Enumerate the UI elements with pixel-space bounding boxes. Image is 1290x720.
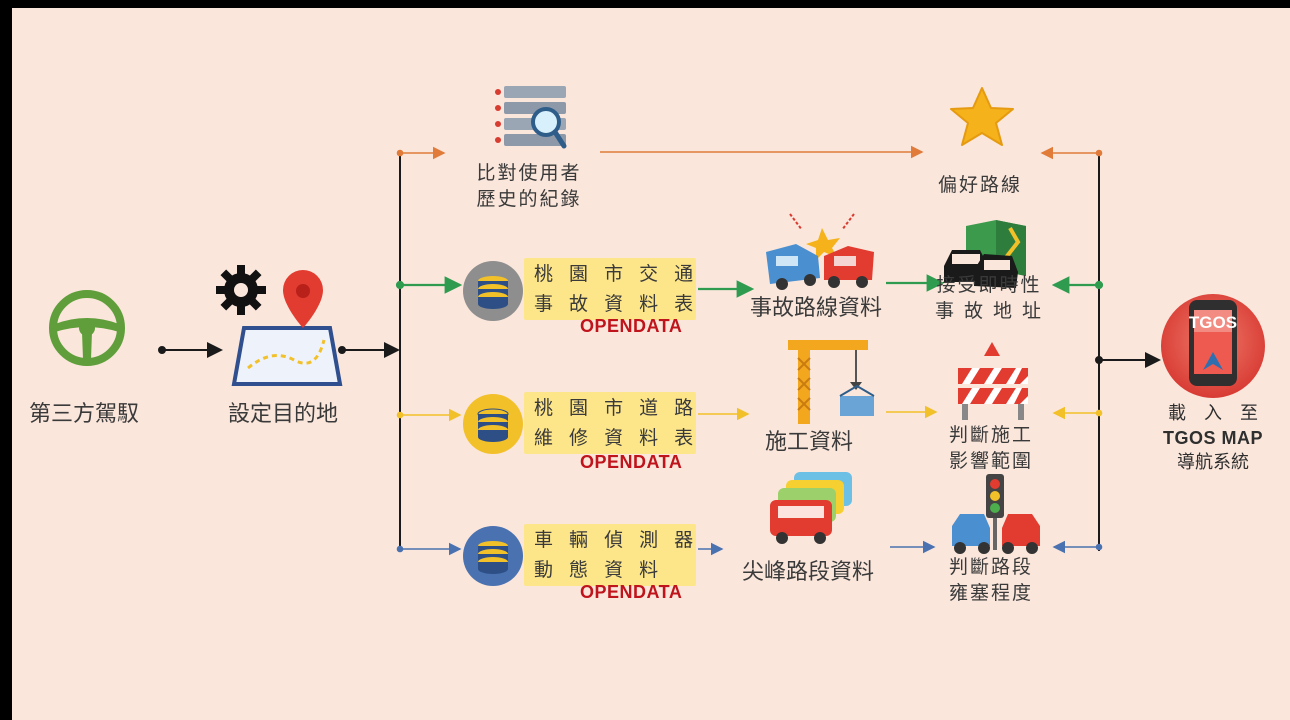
main-connectors	[158, 151, 1161, 551]
tgos-badge-text: TGOS	[1189, 313, 1237, 332]
tgos-output-label: 載 入 至 TGOS MAP 導航系統	[1143, 402, 1283, 475]
roadwork-branch-lines	[396, 405, 1103, 422]
history-branch-lines	[396, 145, 1103, 160]
tgos-output-line3: 導航系統	[1177, 451, 1249, 473]
database-icon	[463, 526, 523, 586]
database-icon	[463, 394, 523, 454]
cars-icon	[770, 472, 852, 544]
congestion-line2: 雍塞程度	[948, 582, 1033, 605]
accident-branch-lines	[395, 274, 1104, 298]
roadwork-data-label: 施工資料	[764, 430, 853, 455]
detector-db-highlight	[524, 554, 696, 586]
traffic-light-icon	[952, 474, 1040, 554]
accident-db-highlight	[524, 288, 696, 320]
accident-opendata-tag: OPENDATA	[580, 316, 683, 336]
car-crash-icon	[766, 213, 874, 290]
history-source-line2: 歷史的紀錄	[476, 188, 582, 211]
roadwork-impact-line2: 影響範圍	[948, 450, 1033, 473]
history-source-line1: 比對使用者	[476, 162, 582, 184]
peak-road-data-label: 尖峰路段資料	[741, 560, 874, 585]
accident-db-line2: 事 故 資 料 表	[534, 293, 699, 315]
gear-icon	[216, 265, 266, 315]
detector-db-line1: 車 輛 偵 測 器	[534, 529, 699, 551]
detector-db-highlight	[524, 524, 696, 556]
tgos-output-line1: 載 入 至	[1168, 403, 1258, 424]
roadwork-db-line1: 桃 園 市 道 路	[534, 397, 699, 419]
roadwork-opendata-tag: OPENDATA	[580, 452, 683, 472]
history-source-label: 比對使用者 歷史的紀錄	[464, 160, 594, 212]
roadwork-db-line2: 維 修 資 料 表	[534, 427, 699, 449]
flow-diagram: TGOS	[49, 86, 1265, 586]
map-pin-icon	[231, 270, 343, 386]
driver-label: 第三方駕馭	[28, 402, 139, 427]
accident-route-data-label: 事故路線資料	[749, 296, 882, 321]
map-accident-icon	[944, 220, 1026, 288]
star-icon	[950, 87, 1014, 146]
detector-db-line2: 動 態 資 料	[534, 559, 664, 581]
accident-db-line1: 桃 園 市 交 通	[534, 263, 699, 285]
congestion-label: 判斷路段 雍塞程度	[926, 554, 1056, 606]
search-list-icon	[495, 86, 567, 149]
steering-wheel-icon	[49, 290, 125, 366]
database-icon	[463, 261, 523, 321]
realtime-accident-label: 接受即時性 事 故 地 址	[924, 272, 1054, 324]
crane-icon	[788, 340, 875, 424]
roadblock-icon	[958, 342, 1028, 420]
roadwork-db-highlight	[524, 422, 696, 454]
roadwork-db-highlight	[524, 392, 696, 424]
diagram-canvas: TGOS 第三方駕馭 設定目的地 比對使用者 歷史的紀錄 偏好路線 桃 園 市 …	[12, 8, 1290, 720]
detector-opendata-tag: OPENDATA	[580, 582, 683, 602]
tgos-phone-icon: TGOS	[1161, 294, 1265, 398]
realtime-accident-line2: 事 故 地 址	[934, 300, 1044, 323]
roadwork-impact-line1: 判斷施工	[948, 424, 1033, 446]
preferred-route-label: 偏好路線	[937, 174, 1022, 196]
realtime-accident-line1: 接受即時性	[936, 274, 1042, 296]
tgos-output-line2: TGOS MAP	[1162, 428, 1263, 449]
destination-label: 設定目的地	[227, 402, 338, 427]
congestion-line1: 判斷路段	[948, 556, 1033, 578]
detector-branch-lines	[396, 540, 1103, 556]
roadwork-impact-label: 判斷施工 影響範圍	[926, 422, 1056, 474]
accident-db-highlight	[524, 258, 696, 290]
